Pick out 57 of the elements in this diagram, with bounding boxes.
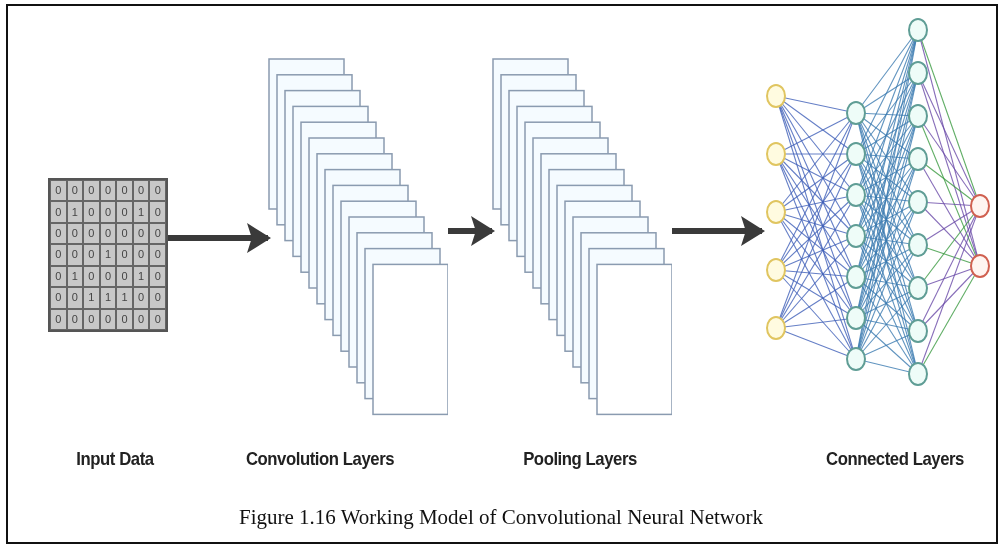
matrix-cell: 0 [116,201,133,223]
matrix-cell: 0 [66,287,84,309]
matrix-cell: 0 [50,265,67,288]
matrix-cell: 1 [83,287,100,309]
matrix-cell: 0 [116,308,133,330]
matrix-cell: 0 [83,265,100,288]
matrix-cell: 0 [50,287,67,309]
matrix-cell: 0 [99,265,117,288]
matrix-cell: 1 [132,265,150,288]
matrix-cell: 0 [66,244,84,266]
matrix-cell: 0 [66,180,84,202]
matrix-cell: 0 [66,222,84,245]
matrix-cell: 0 [132,308,150,330]
matrix-cell: 0 [149,265,166,288]
matrix-cell: 0 [149,287,166,309]
matrix-cell: 0 [50,244,67,266]
matrix-cell: 1 [99,287,117,309]
matrix-cell: 1 [66,265,84,288]
matrix-cell: 0 [132,180,150,202]
matrix-cell: 0 [83,244,100,266]
matrix-cell: 0 [83,201,100,223]
matrix-cell: 0 [83,222,100,245]
matrix-cell: 0 [99,308,117,330]
matrix-cell: 0 [149,180,166,202]
matrix-cell: 0 [50,222,67,245]
matrix-cell: 0 [116,222,133,245]
matrix-cell: 0 [149,201,166,223]
arrow [168,223,271,253]
matrix-cell: 0 [83,180,100,202]
arrow [448,216,495,246]
matrix-cell: 0 [116,244,133,266]
layer-caption: Input Data [75,447,155,471]
matrix-cell: 0 [50,308,67,330]
matrix-cell: 0 [99,201,117,223]
matrix-cell: 0 [149,222,166,245]
matrix-cell: 0 [50,180,67,202]
matrix-cell: 0 [149,244,166,266]
layer-caption: Connected Layers [825,447,965,471]
matrix-cell: 0 [66,308,84,330]
matrix-cell: 1 [66,201,84,223]
matrix-cell: 0 [50,201,67,223]
matrix-cell: 0 [116,265,133,288]
matrix-cell: 0 [83,308,100,330]
matrix-cell: 0 [99,180,117,202]
matrix-cell: 1 [99,244,117,266]
matrix-cell: 0 [149,308,166,330]
matrix-cell: 0 [99,222,117,245]
matrix-cell: 0 [132,244,150,266]
matrix-cell: 0 [116,180,133,202]
figure-caption: Figure 1.16 Working Model of Convolutional Neural Network [238,504,764,531]
matrix-cell: 1 [132,201,150,223]
matrix-cell: 1 [116,287,133,309]
matrix-cell: 0 [132,222,150,245]
matrix-cell: 0 [132,287,150,309]
arrow [672,216,765,246]
layer-caption: Pooling Layers [522,447,638,471]
layer-caption: Convolution Layers [244,447,396,471]
